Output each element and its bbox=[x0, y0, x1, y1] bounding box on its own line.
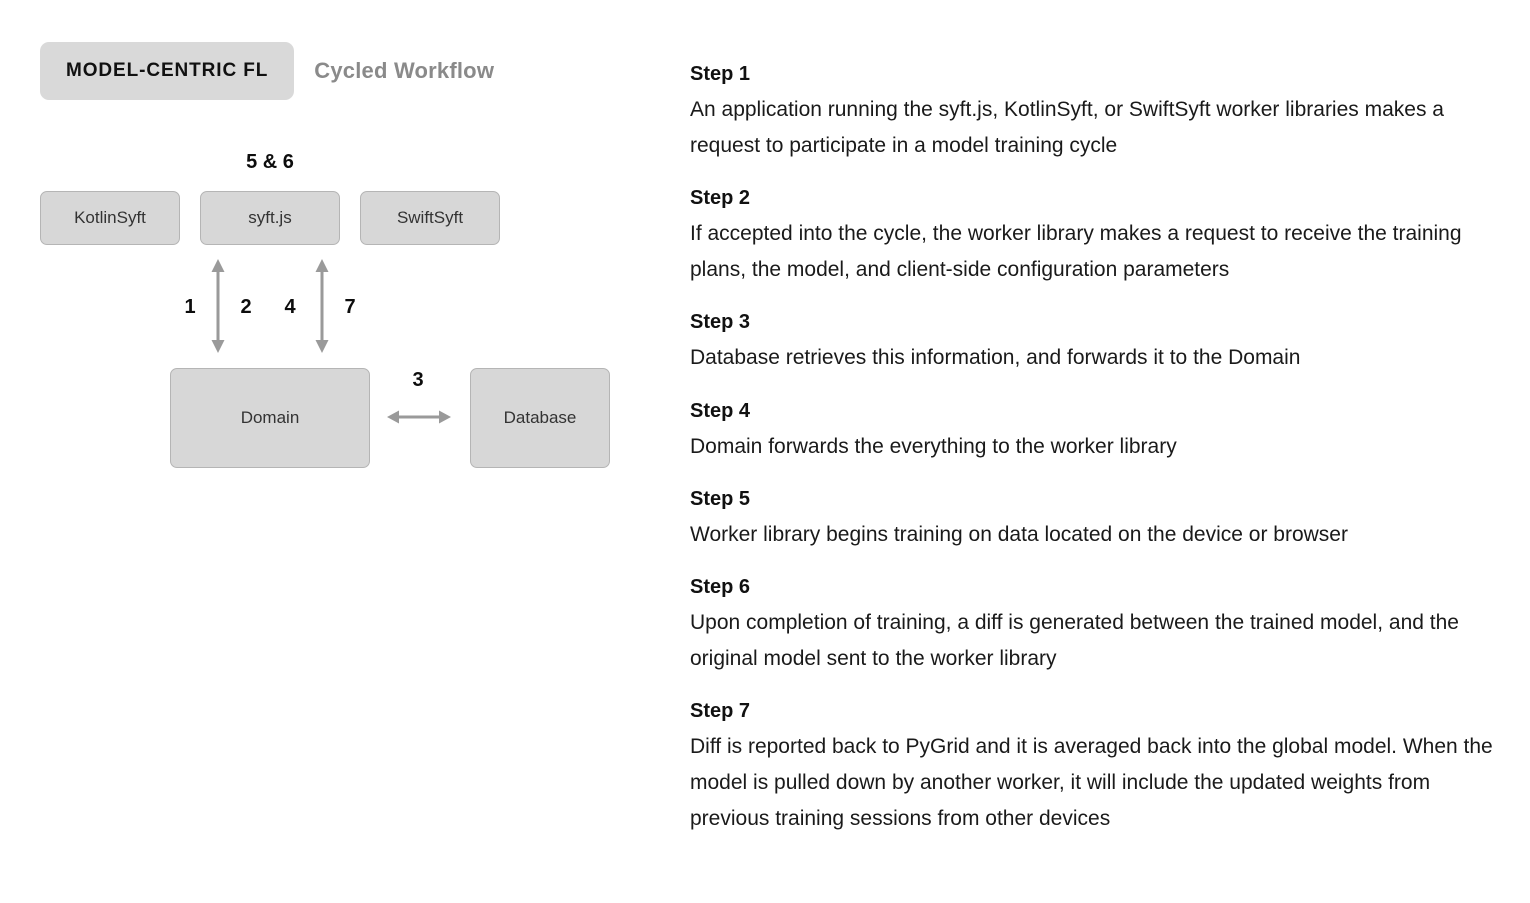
diagram-node-swiftsyft[interactable]: SwiftSyft bbox=[360, 191, 500, 245]
step-title: Step 7 bbox=[690, 699, 751, 722]
step-title: Step 2 bbox=[690, 187, 751, 210]
step-title: Step 4 bbox=[690, 399, 751, 422]
step-description: Diff is reported back to PyGrid and it i… bbox=[690, 734, 1493, 831]
step-description: Worker library begins training on data l… bbox=[690, 522, 1348, 546]
diagram-label-1: 1 bbox=[184, 296, 196, 318]
diagram-node-syftjs[interactable]: syft.js bbox=[200, 191, 340, 245]
step-description: An application running the syft.js, Kotl… bbox=[690, 98, 1444, 158]
diagram-node-domain[interactable]: Domain bbox=[170, 368, 370, 468]
diagram-node-label: SwiftSyft bbox=[396, 208, 464, 227]
diagram-node-kotlinsyft[interactable]: KotlinSyft bbox=[40, 191, 180, 245]
step-item: Step 1 An application running the syft.j… bbox=[690, 60, 1500, 164]
step-title: Step 5 bbox=[690, 487, 751, 510]
diagram-label-4: 4 bbox=[284, 296, 296, 318]
tab-model-centric-fl[interactable]: MODEL-CENTRIC FL bbox=[40, 42, 295, 100]
step-item: Step 3 Database retrieves this informati… bbox=[690, 308, 1500, 376]
diagram-node-label: Database bbox=[503, 408, 577, 427]
steps-list: Step 1 An application running the syft.j… bbox=[690, 60, 1500, 837]
tab-cycled-workflow[interactable]: Cycled Workflow bbox=[314, 58, 495, 83]
step-item: Step 4 Domain forwards the everything to… bbox=[690, 397, 1500, 465]
step-title: Step 1 bbox=[690, 63, 751, 85]
diagram-label-5-and-6: 5 & 6 bbox=[246, 151, 294, 173]
workflow-diagram: KotlinSyft syft.js SwiftSyft Domain Data… bbox=[0, 0, 660, 520]
horizontal-double-arrow-icon bbox=[387, 410, 451, 424]
vertical-double-arrow-icon-right bbox=[315, 259, 329, 353]
diagram-label-3: 3 bbox=[412, 369, 424, 391]
diagram-label-7: 7 bbox=[344, 296, 356, 318]
step-title: Step 3 bbox=[690, 311, 751, 334]
step-description: Domain forwards the everything to the wo… bbox=[690, 434, 1177, 458]
diagram-label-2: 2 bbox=[240, 296, 252, 318]
diagram-node-label: syft.js bbox=[248, 208, 292, 227]
step-item: Step 5 Worker library begins training on… bbox=[690, 485, 1500, 553]
diagram-node-database[interactable]: Database bbox=[470, 368, 610, 468]
step-description: Upon completion of training, a diff is g… bbox=[690, 610, 1459, 670]
step-item: Step 6 Upon completion of training, a di… bbox=[690, 573, 1500, 677]
diagram-node-label: KotlinSyft bbox=[74, 208, 146, 227]
step-title: Step 6 bbox=[690, 575, 751, 598]
step-description: If accepted into the cycle, the worker l… bbox=[690, 222, 1462, 282]
diagram-node-label: Domain bbox=[240, 408, 300, 427]
vertical-double-arrow-icon-left bbox=[211, 259, 225, 353]
step-item: Step 7 Diff is reported back to PyGrid a… bbox=[690, 697, 1500, 837]
workflow-tab-bar: MODEL-CENTRIC FL Cycled Workflow bbox=[40, 42, 494, 100]
step-item: Step 2 If accepted into the cycle, the w… bbox=[690, 184, 1500, 288]
step-description: Database retrieves this information, and… bbox=[690, 346, 1301, 370]
